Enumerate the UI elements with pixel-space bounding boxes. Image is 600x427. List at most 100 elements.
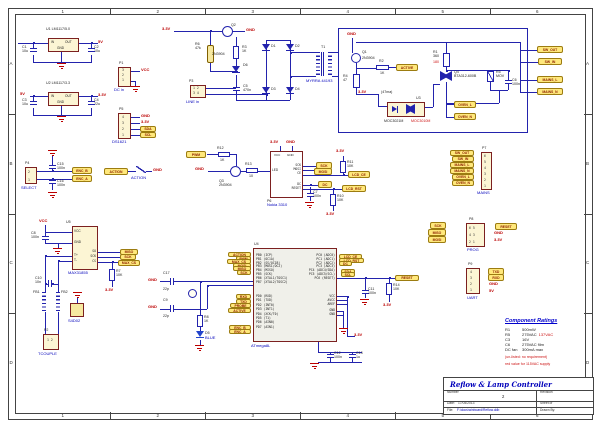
cap [30,101,37,105]
wire [321,52,322,76]
res [246,168,258,173]
wire [337,300,347,301]
wire [446,104,454,105]
flag-mains-n: MAINS_N [450,168,474,174]
flag-oven-n: OVEN_N [452,180,474,186]
wire [389,278,390,283]
wire [61,52,62,63]
wire [433,84,440,85]
lbl-c16: C16 100n [57,179,65,188]
res [443,53,450,67]
rating-note: red value for 115VAC supply [505,362,551,367]
wire [79,96,98,97]
rating-name: R1 [505,327,511,332]
cap [30,48,37,52]
file-value: F:\docs\winboard\Reflow.ddb [457,407,500,412]
lbl-fb1: FB1 [33,290,40,294]
lbl-10: 10 [249,174,253,178]
flag-oven-l: OVEN_L [452,174,474,180]
dot [112,261,114,263]
lblb-nokia-3310: Nokia 3310 [267,202,288,207]
dot [333,188,335,190]
fb1-ferrite [42,292,46,312]
wire [241,171,246,172]
wire [200,327,201,331]
wire [347,336,355,337]
res [233,46,239,59]
frame-tick [205,8,206,14]
dot [52,283,54,285]
pwr-gnd: GND [489,281,498,286]
wire [356,42,446,43]
pwr-vcc: VCC [141,67,150,72]
gnd [195,345,204,351]
wire [236,59,237,66]
d3-diode [262,87,270,96]
lbl-c10: C10 10n [35,276,42,285]
pwr-3-3v: 3.3V [141,119,150,124]
wire [520,50,538,51]
wire [343,156,344,161]
lbl-p6: P6 [267,199,272,203]
wire [290,76,316,77]
cap [349,354,356,358]
wire [266,100,290,101]
wire [45,256,46,292]
lblb-max31855: MAX31855 [68,270,88,275]
flag-enc-a: ENC_A [229,329,251,334]
net-flag-probe: PROBE [230,303,251,308]
net-flag-oven-n: OVEN_N [454,113,476,120]
net-flag-rxd: RXD [488,274,504,281]
flag-dc: DC [339,261,352,266]
net-flag-mosi: MOSI [314,168,332,175]
lblb-mains: MAINS [477,190,490,195]
pwr-3-3v: 3.3V [162,26,171,31]
wire [236,37,237,46]
lbl-gnd: GND [57,46,65,50]
rating-value: 300mA max [522,347,544,352]
frame-tick [584,213,592,215]
wire [343,311,344,317]
wire [37,171,72,172]
5v-rail: 5V [98,39,103,44]
dot [343,174,345,176]
lbl-c3: C3 10u [22,98,28,107]
frame-row-label-B: B [9,160,13,166]
pins-4: 4 3 2 1 [470,270,472,292]
res [330,194,336,206]
frame-tick [110,412,111,419]
wire [210,63,211,71]
wire [230,154,236,155]
wire [333,206,334,211]
res [218,152,230,157]
wire [303,175,348,176]
cap [362,290,369,294]
wire [520,80,538,81]
wire [206,94,266,95]
cap [505,80,512,84]
dot [236,71,238,73]
wire [378,106,387,107]
tri [406,104,415,114]
r6-resistor [207,45,214,63]
wire [77,297,78,303]
dot [91,95,93,97]
res [197,315,203,327]
frame-row-label-A: A [586,60,590,66]
lbl-led: LED [272,168,279,172]
net-flag-reset: RESET [495,223,517,230]
pins-4: 4 3 2 1 [122,115,124,137]
wire [232,31,245,32]
rating-value: 275VAC film [522,342,544,347]
wire [112,262,113,269]
lbl-q4: Q4 BTA312-600B [454,70,477,79]
lbl-moc3021m: MOC3021M [384,119,404,123]
frame-col-label-1: 1 [61,413,65,418]
pins-1-2: 1 2 [47,338,53,342]
frame-row-label-D: D [586,359,590,365]
lbl-in: IN [51,40,55,44]
wire [45,240,46,243]
